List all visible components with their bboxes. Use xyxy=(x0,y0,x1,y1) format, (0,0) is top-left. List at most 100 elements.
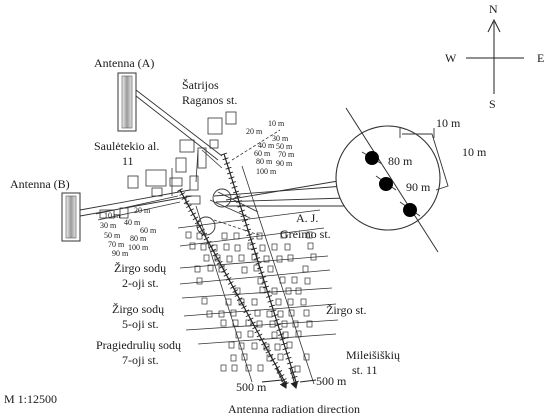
beam-tick xyxy=(248,238,254,241)
beam-tick xyxy=(197,224,203,229)
beam-tick xyxy=(265,349,272,354)
beam-tick xyxy=(276,370,283,374)
beam-tick xyxy=(221,268,228,273)
tick-a-1: 10 m xyxy=(268,119,285,128)
beam-tick xyxy=(250,321,256,326)
beam-tick xyxy=(270,309,277,313)
beam-tick xyxy=(230,285,236,289)
house xyxy=(267,265,274,273)
house xyxy=(194,265,201,273)
ticks-b: 10 m 20 m 30 m 40 m 50 m 60 m 70 m 80 m … xyxy=(100,206,157,258)
beam-tick xyxy=(266,295,272,298)
tick-a-3: 30 m xyxy=(272,134,289,143)
beam-b xyxy=(177,188,289,386)
house xyxy=(306,320,313,328)
house xyxy=(220,319,227,327)
street-zirgo2-line2: 2-oji st. xyxy=(122,276,159,290)
beam-tick xyxy=(249,242,256,246)
house xyxy=(259,286,266,294)
street-zirgo5-line1: Žirgo sodų xyxy=(112,302,164,316)
beam-tick xyxy=(267,353,274,358)
reference-circles xyxy=(196,188,232,236)
house xyxy=(196,277,203,285)
house xyxy=(214,254,221,262)
street-zirgo2-line1: Žirgo sodų xyxy=(114,261,166,275)
house xyxy=(233,232,240,240)
beam-tick xyxy=(236,297,243,301)
antenna-point-3 xyxy=(403,203,417,217)
house xyxy=(226,255,233,263)
beam-tick xyxy=(221,152,227,156)
compass-south: S xyxy=(489,97,496,111)
beam-lines xyxy=(79,89,347,217)
tick-a-10: 100 m xyxy=(256,167,277,176)
beam-tick xyxy=(237,204,244,208)
house xyxy=(257,364,264,372)
distance-500-b: 500 m xyxy=(316,374,347,388)
antenna-a xyxy=(117,72,137,132)
beam-tick xyxy=(281,342,287,346)
beam-tick xyxy=(227,281,234,285)
beam-tick xyxy=(258,271,265,275)
beam-a xyxy=(221,152,299,384)
beam-tick xyxy=(225,166,232,170)
house xyxy=(245,319,252,327)
beam-tick xyxy=(234,293,241,297)
street-satrijos-line1: Šatrijos xyxy=(182,78,219,92)
beam-tick xyxy=(261,341,267,346)
house xyxy=(266,310,273,318)
beam-tick xyxy=(243,223,250,227)
house xyxy=(295,287,302,295)
street-pragiedruliu-line1: Pragiedrulių sodų xyxy=(96,338,181,352)
antenna-point-2 xyxy=(379,177,393,191)
street-pragiedruliu-line2: 7-oji st. xyxy=(122,353,159,367)
beam-tick xyxy=(228,176,235,180)
house xyxy=(287,254,294,262)
street-greimo-line2: Greimo st. xyxy=(280,227,331,241)
beam-tick xyxy=(201,232,208,237)
beam-tick xyxy=(210,248,216,253)
street-greimo-line1: A. J. xyxy=(296,211,318,225)
tick-a-2: 20 m xyxy=(246,127,263,136)
house xyxy=(238,254,245,262)
house xyxy=(274,343,281,351)
beam-tick xyxy=(242,219,248,222)
house xyxy=(253,264,260,272)
house xyxy=(203,254,210,262)
house xyxy=(303,309,310,317)
beam-tick xyxy=(247,317,254,322)
house xyxy=(223,243,230,251)
scale-label: M 1:12500 xyxy=(4,392,57,406)
beam-tick xyxy=(222,157,229,161)
house xyxy=(287,298,294,306)
compass-north: N xyxy=(489,2,498,16)
antenna-b xyxy=(61,192,81,242)
tick-b-2: 20 m xyxy=(134,206,151,215)
beam-tick xyxy=(177,188,183,192)
house xyxy=(277,310,284,318)
beam-tick xyxy=(255,261,262,265)
inset-side-top: 10 m xyxy=(436,116,461,130)
beam-tick xyxy=(227,171,233,175)
house xyxy=(228,341,235,349)
beam-tick xyxy=(245,228,251,232)
beam-tick xyxy=(261,280,268,284)
beam-tick xyxy=(243,309,250,314)
house xyxy=(304,277,311,285)
beam-tick xyxy=(278,333,284,336)
inset-detail xyxy=(335,107,449,253)
beam-tick xyxy=(287,361,293,365)
house xyxy=(251,342,258,350)
house xyxy=(218,310,225,318)
tick-b-7: 70 m xyxy=(108,240,125,249)
house xyxy=(307,242,314,250)
beam-tick xyxy=(185,204,192,209)
beam-tick xyxy=(194,220,201,225)
street-mileisiskiu-line2: st. 11 xyxy=(352,363,378,377)
beam-tick xyxy=(192,216,199,221)
house xyxy=(251,298,258,306)
house xyxy=(201,297,208,305)
house xyxy=(235,331,242,339)
house xyxy=(200,243,207,251)
direction-caption: Antenna radiation direction xyxy=(228,402,360,416)
